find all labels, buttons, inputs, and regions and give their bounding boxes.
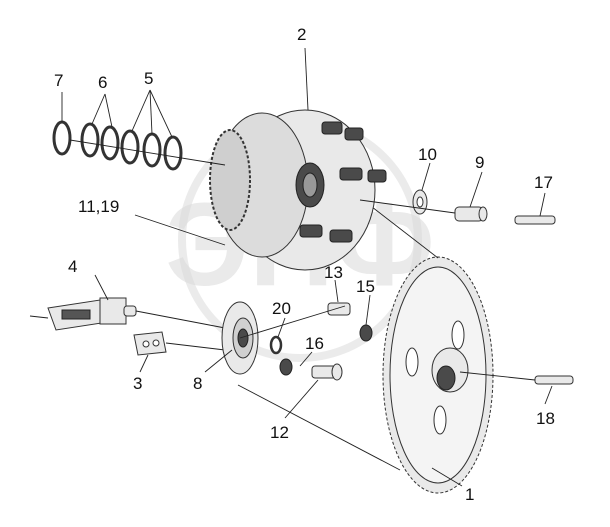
bracket-part-4 [29, 297, 226, 331]
part-labels: 2 7 6 5 10 9 17 11,19 4 13 15 20 16 3 8 … [54, 25, 555, 504]
label-16: 16 [305, 334, 324, 353]
label-5: 5 [144, 69, 153, 88]
small-parts [239, 302, 373, 381]
label-9: 9 [475, 153, 484, 172]
label-3: 3 [133, 374, 142, 393]
label-13: 13 [324, 263, 343, 282]
label-8: 8 [193, 374, 202, 393]
leader-lines [61, 47, 553, 487]
plate-part-3 [133, 331, 226, 356]
label-11-19: 11,19 [78, 197, 119, 216]
pin-part-17 [514, 215, 556, 225]
label-20: 20 [272, 299, 291, 318]
label-2: 2 [297, 25, 306, 44]
label-1: 1 [465, 485, 474, 504]
label-17: 17 [534, 173, 553, 192]
pin-part-9 [359, 199, 488, 222]
label-10: 10 [418, 145, 437, 164]
label-12: 12 [270, 423, 289, 442]
label-15: 15 [356, 277, 375, 296]
label-18: 18 [536, 409, 555, 428]
chain-wheel-part-1 [237, 189, 494, 494]
label-6: 6 [98, 73, 107, 92]
rings-parts-5-6-7 [52, 120, 226, 171]
washer-part-10 [412, 189, 428, 215]
label-4: 4 [68, 257, 77, 276]
housing-part-2 [209, 109, 387, 271]
label-7: 7 [54, 71, 63, 90]
pin-part-18 [459, 371, 574, 385]
